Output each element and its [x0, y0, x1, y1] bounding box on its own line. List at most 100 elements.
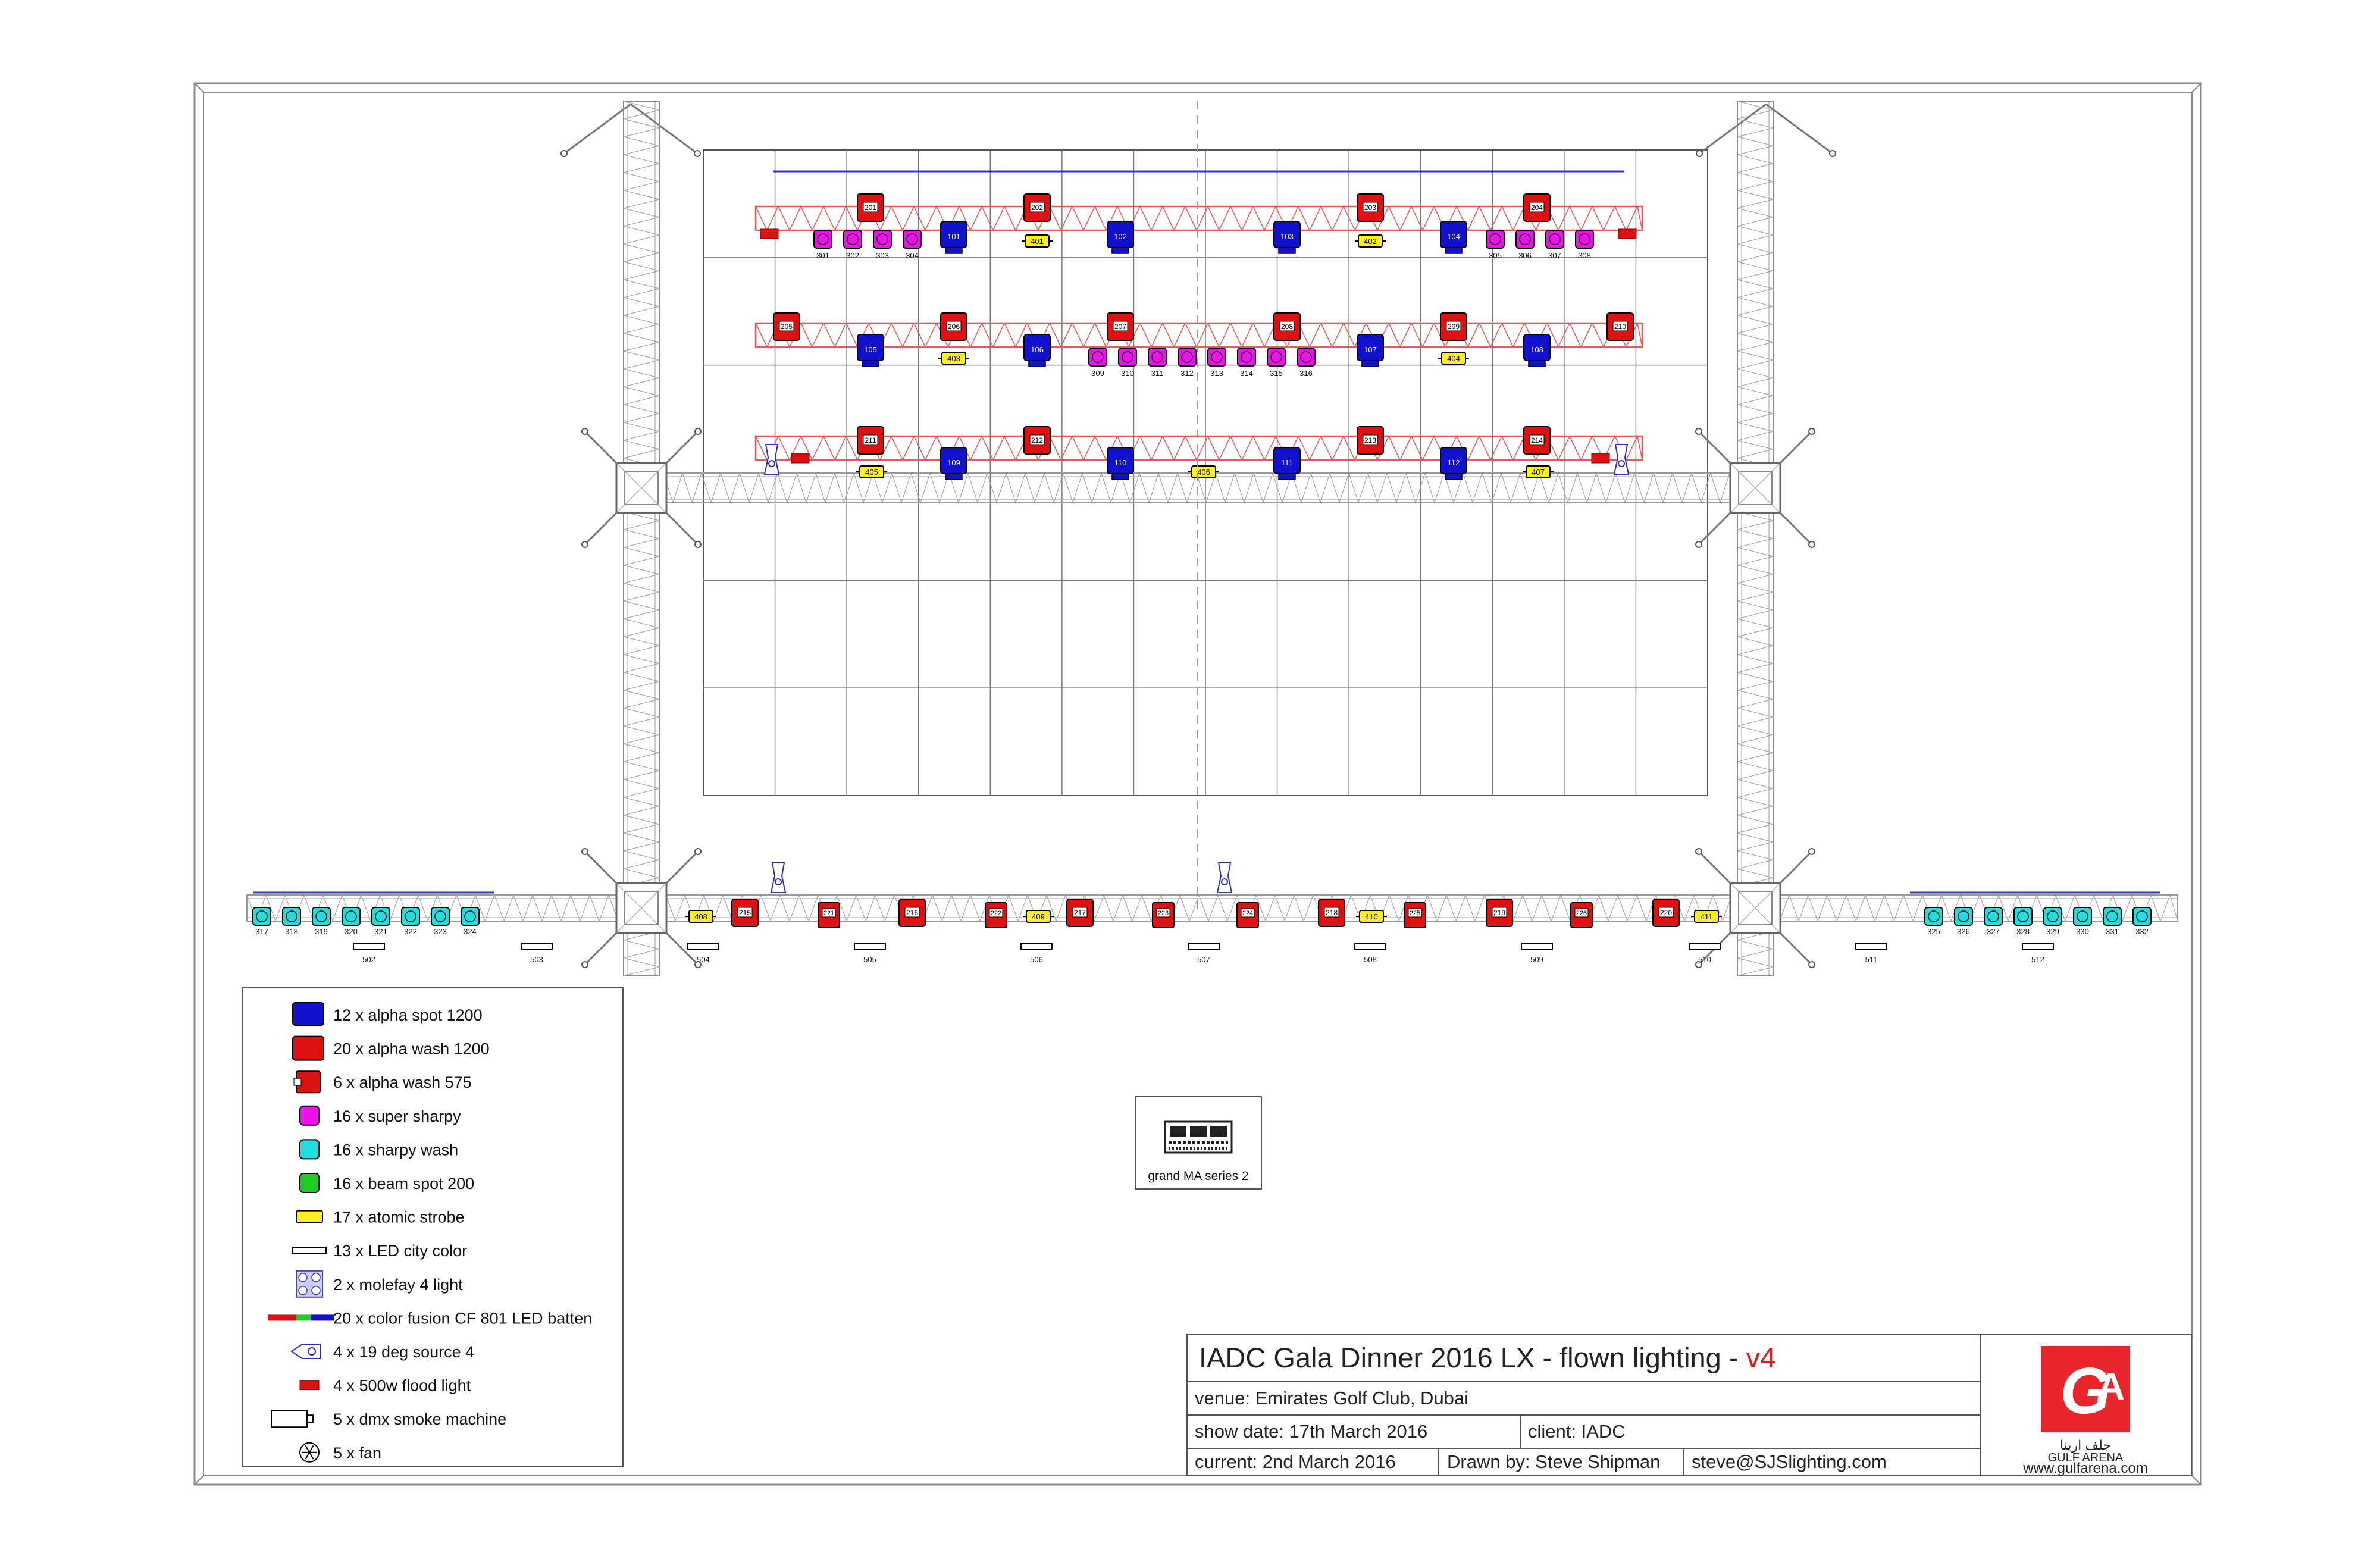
sharpy-lens — [345, 910, 357, 922]
led-body — [1020, 943, 1053, 950]
moving-head-spot-icon — [292, 1002, 324, 1026]
moving-head-wash-icon: 218 — [1318, 899, 1345, 927]
wash-label-box — [1363, 434, 1378, 445]
sharpy-body — [312, 907, 331, 926]
fixture-number: 409 — [1032, 912, 1045, 921]
super-sharpy-icon: 307 — [1545, 230, 1564, 260]
fixture-number: 329 — [2046, 927, 2059, 936]
sharpy-lens — [405, 910, 416, 922]
fixture-number: 301 — [816, 251, 829, 260]
wash-label-box — [737, 907, 753, 918]
legend-row: 12 x alpha spot 1200 — [292, 1002, 483, 1026]
wash-575-icon: 226 — [1570, 902, 1593, 928]
fan-blade — [305, 1445, 310, 1453]
wash-label-box — [863, 202, 878, 212]
guy-anchor — [694, 150, 701, 157]
fixture-number: 401 — [1031, 237, 1044, 246]
bridle-anchor — [1695, 848, 1702, 855]
fan-blade — [305, 1452, 310, 1460]
sharpy-wash-icon: 318 — [282, 907, 301, 936]
atomic-strobe-icon — [296, 1210, 323, 1223]
wash-label-box — [904, 907, 920, 918]
fixture-number: 222 — [991, 910, 1001, 917]
legend-label: 2 x molefay 4 light — [333, 1276, 463, 1294]
sharpy-lens — [847, 233, 859, 245]
sharpy-body — [1297, 348, 1316, 367]
wash-label-box — [1658, 907, 1674, 918]
title-block: IADC Gala Dinner 2016 LX - flown lightin… — [1186, 1334, 2192, 1476]
legend-row: 20 x color fusion CF 801 LED batten — [268, 1309, 592, 1327]
sharpy-lens — [1987, 910, 1999, 922]
molefay-lamp — [298, 1273, 308, 1282]
super-sharpy-icon: 315 — [1267, 348, 1286, 378]
sharpy-body — [461, 907, 480, 926]
fixture-number: 324 — [464, 927, 477, 936]
legend-label: 20 x color fusion CF 801 LED batten — [333, 1309, 592, 1327]
sharpy-lens — [1549, 233, 1561, 245]
source4-lens — [775, 878, 782, 885]
bridle-anchor — [1808, 428, 1815, 435]
current-date-label: current: 2nd March 2016 — [1195, 1451, 1396, 1472]
sharpy-body — [1924, 907, 1943, 926]
super-sharpy-icon: 313 — [1207, 348, 1226, 378]
fixture-number: 218 — [1326, 909, 1338, 917]
tower-left — [623, 101, 660, 976]
fixture-number: 106 — [1031, 345, 1044, 354]
legend-row: 4 x 500w flood light — [299, 1377, 471, 1395]
fixture-number: 215 — [739, 909, 751, 917]
led-city-color-icon — [292, 1247, 327, 1254]
fixture-number: 219 — [1493, 909, 1505, 917]
fixture-number: 110 — [1114, 458, 1127, 467]
fixture-number: 504 — [697, 955, 710, 964]
bridle-anchor — [694, 848, 702, 855]
console-label: grand MA series 2 — [1148, 1169, 1248, 1183]
fixture-number: 102 — [1114, 232, 1127, 241]
drawing-title: IADC Gala Dinner 2016 LX - flown lightin… — [1199, 1342, 1775, 1373]
fixture-number: 221 — [823, 910, 834, 917]
legend-row: 16 x super sharpy — [299, 1105, 461, 1126]
led-body — [854, 943, 886, 950]
fixture-number: 203 — [1364, 204, 1376, 212]
sharpy-wash-icon: 322 — [401, 907, 420, 936]
fixture-number: 503 — [530, 955, 543, 964]
fixture-number: 112 — [1448, 458, 1460, 467]
fixture-number: 404 — [1447, 354, 1460, 363]
sharpy-body — [1267, 348, 1286, 367]
wash-label-box — [1324, 907, 1339, 918]
super-sharpy-icon: 314 — [1237, 348, 1256, 378]
fixture-number: 325 — [1927, 927, 1940, 936]
fixture-number: 408 — [694, 912, 707, 921]
fixture-number: 205 — [781, 323, 793, 331]
legend-row: 2 x molefay 4 light — [296, 1270, 463, 1298]
logo-text: GULF ARENA — [2048, 1451, 2124, 1464]
corner-block — [1730, 462, 1781, 514]
sharpy-body — [1954, 907, 1973, 926]
truss-lacing — [246, 894, 2178, 922]
source-four-icon — [1613, 444, 1630, 475]
bridle-anchor — [694, 541, 702, 548]
source4-lens — [1618, 460, 1625, 467]
fixture-number: 214 — [1531, 436, 1543, 445]
fan-blade — [309, 1452, 314, 1460]
led-batten-icon — [296, 1314, 311, 1321]
fixture-number: 510 — [1698, 955, 1711, 964]
moving-head-wash-icon: 219 — [1486, 899, 1513, 927]
fixture-number: 204 — [1531, 204, 1543, 212]
atomic-strobe-icon: 401 — [1022, 234, 1053, 248]
led-body — [353, 943, 385, 950]
drawing-title-text: IADC Gala Dinner 2016 LX - flown lightin… — [1199, 1342, 1746, 1373]
fixture-number: 111 — [1281, 458, 1293, 467]
legend-row: 4 x 19 deg source 4 — [290, 1343, 474, 1361]
legend-row: 20 x alpha wash 1200 — [292, 1035, 490, 1061]
fixture-number: 321 — [374, 927, 387, 936]
sharpy-wash-icon: 325 — [1924, 907, 1943, 936]
legend-label: 12 x alpha spot 1200 — [333, 1006, 483, 1024]
super-sharpy-icon: 306 — [1515, 230, 1535, 260]
bridle-anchor — [694, 428, 702, 435]
guy-anchor — [560, 150, 568, 157]
guy-wire — [630, 103, 698, 155]
fixture-number: 511 — [1865, 955, 1878, 964]
led-body — [1188, 943, 1220, 950]
spot-base — [945, 247, 963, 254]
super-sharpy-icon: 301 — [813, 230, 832, 260]
